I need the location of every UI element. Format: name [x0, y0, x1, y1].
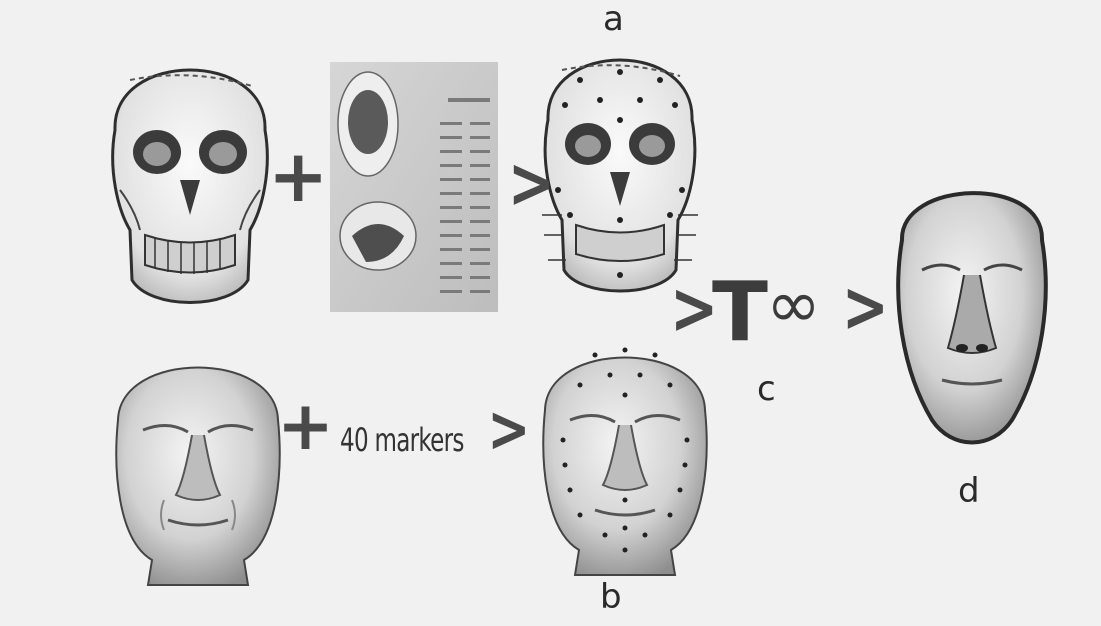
- infinity-symbol: ∞: [766, 272, 821, 338]
- label-d: d: [958, 474, 980, 508]
- transform-symbol: T: [712, 272, 768, 354]
- skull-with-markers-icon: [542, 60, 698, 291]
- tissue-depth-sheet-icon: [330, 62, 498, 312]
- label-b: b: [600, 580, 622, 614]
- markers-caption: 40 markers: [340, 424, 464, 456]
- skull-icon: [113, 70, 268, 303]
- plus-symbol-top: +: [268, 140, 328, 212]
- face-result-icon: [898, 193, 1046, 442]
- arrow-symbol-bottom: >: [487, 398, 530, 462]
- label-a: a: [603, 2, 624, 36]
- label-c: c: [757, 372, 776, 406]
- head-model-icon: [116, 368, 279, 586]
- head-model-with-markers-icon: [543, 348, 706, 576]
- arrow-symbol-right: >: [842, 272, 889, 342]
- plus-symbol-bottom: +: [277, 393, 334, 461]
- arrow-symbol-top: >: [508, 148, 555, 218]
